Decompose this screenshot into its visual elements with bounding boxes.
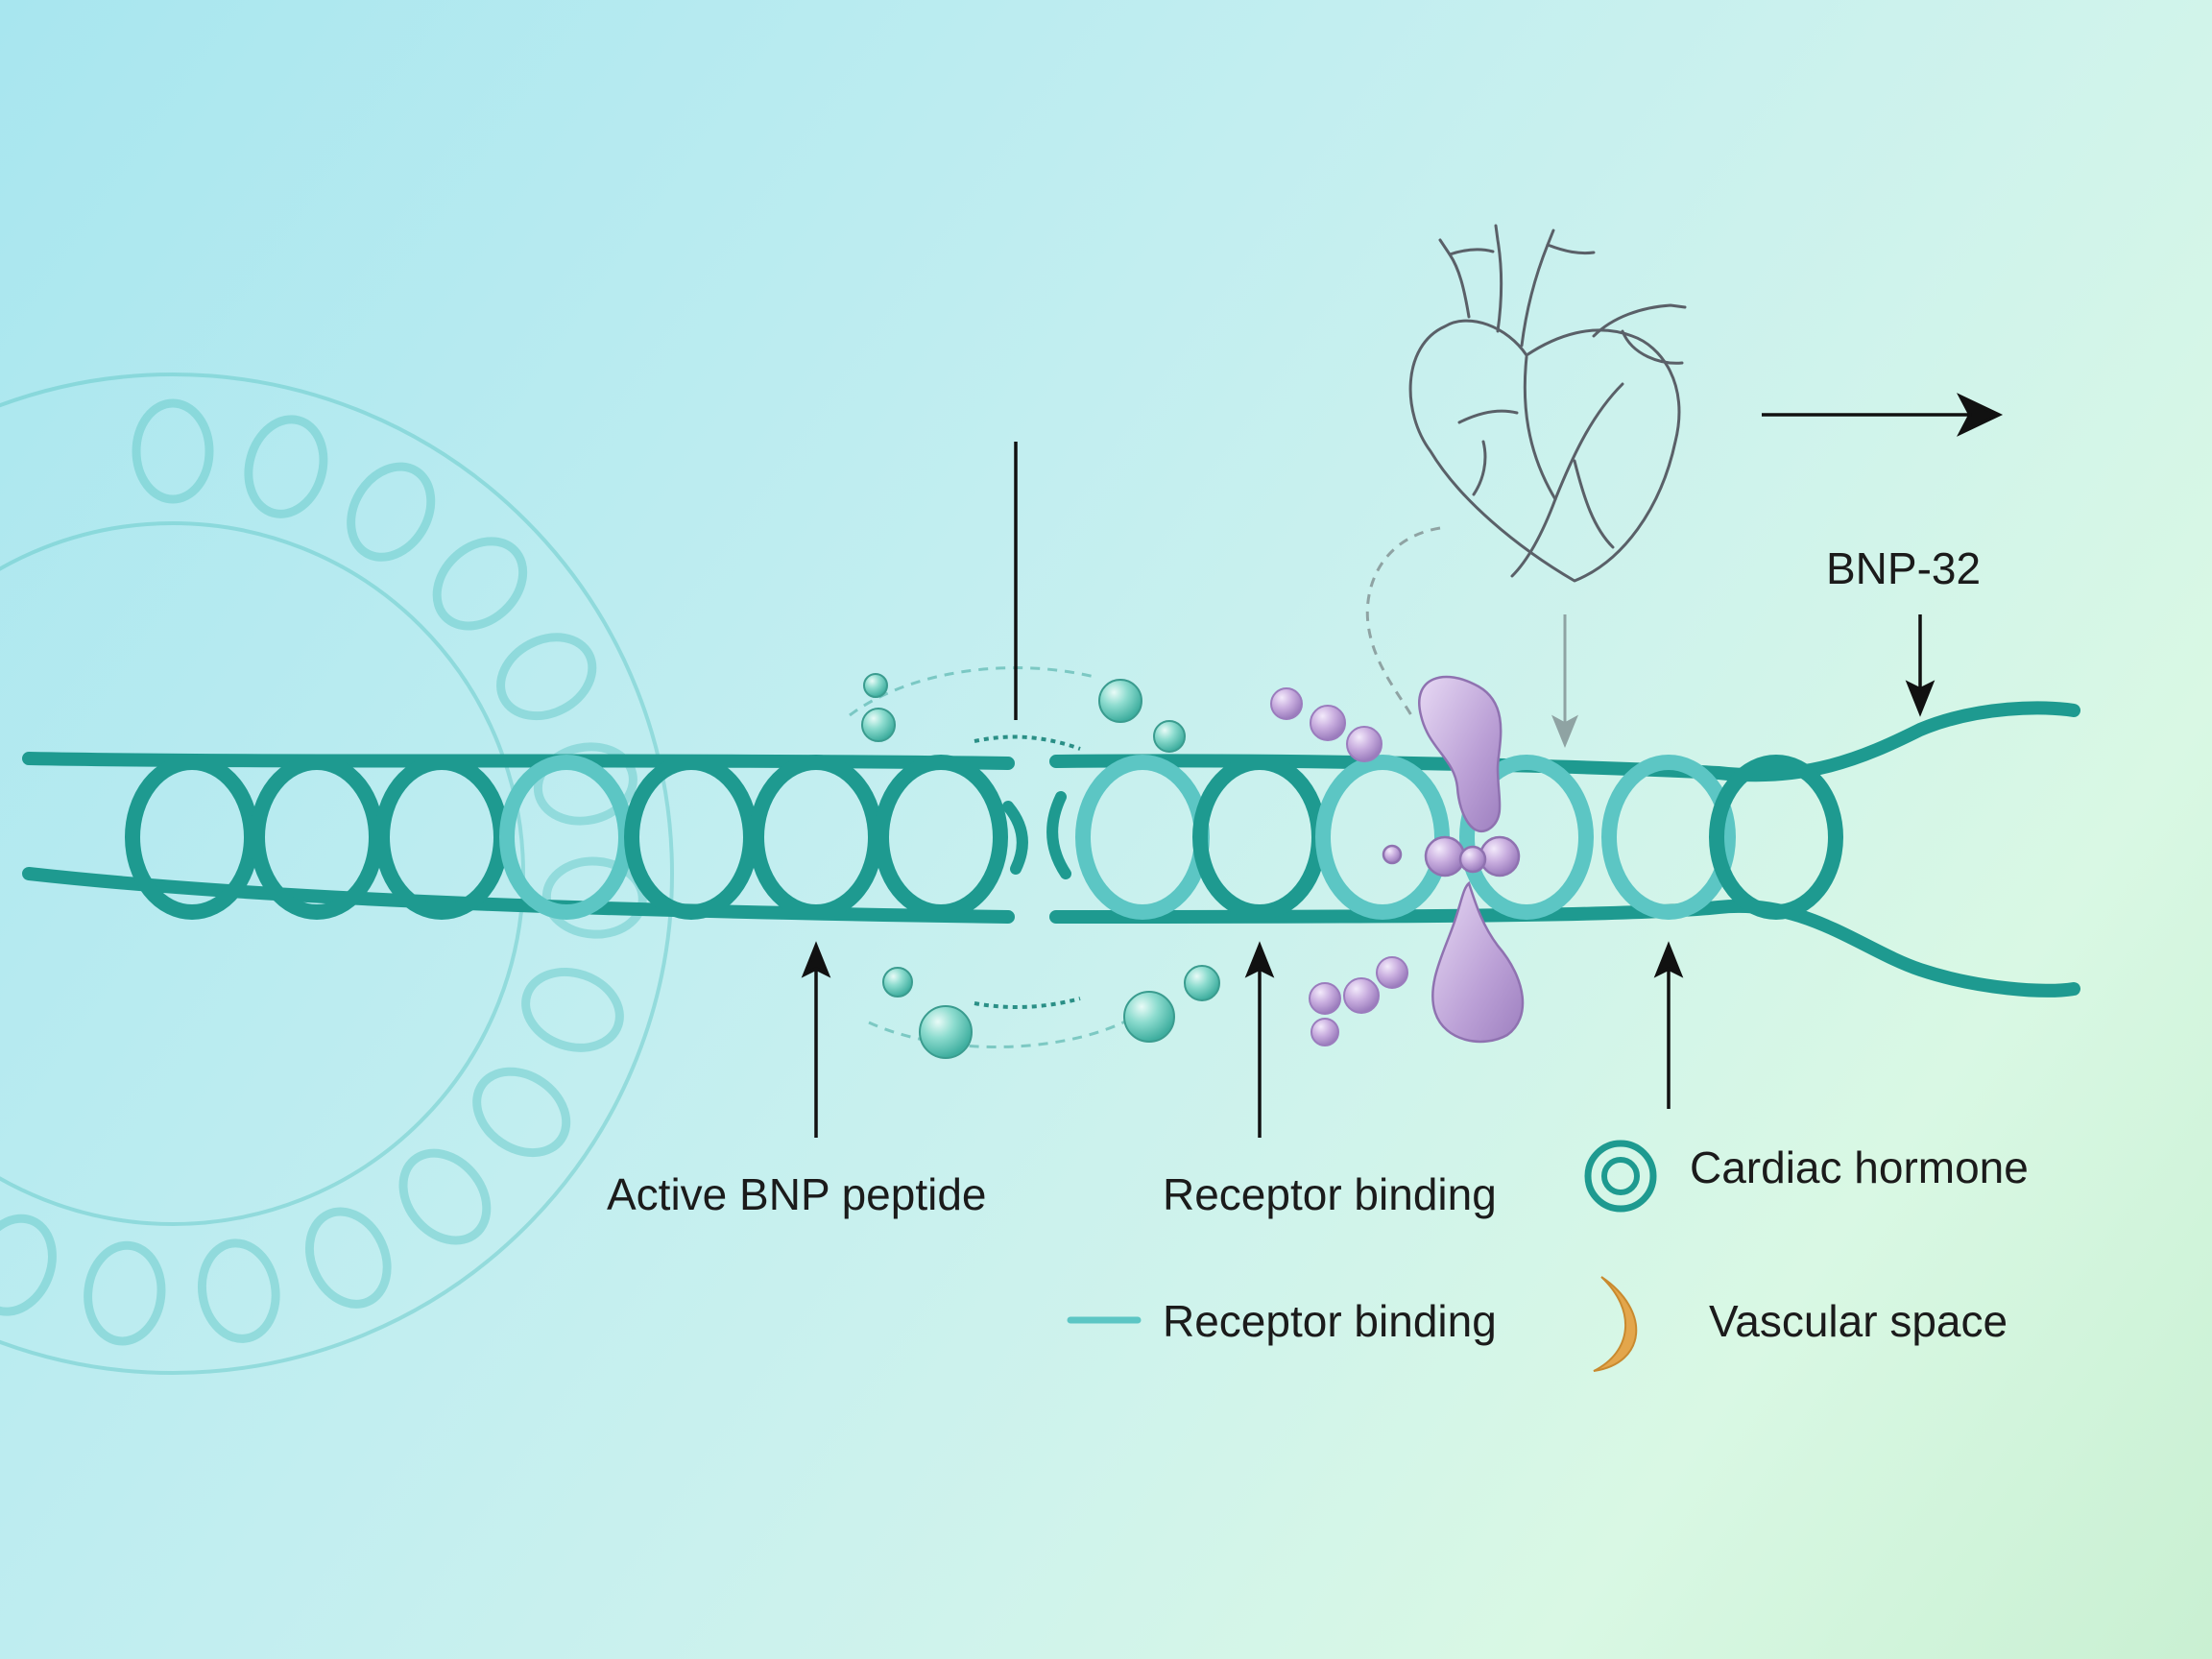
teal-bead xyxy=(863,673,888,698)
ligand-bead xyxy=(1458,845,1487,874)
teal-bead xyxy=(882,967,913,998)
backbone-bottom xyxy=(22,867,2080,998)
ligand-lower-drop xyxy=(1431,880,1525,1044)
teal-bead xyxy=(1184,965,1220,1001)
ligand-upper-drop xyxy=(1418,675,1503,833)
double-ring-icon xyxy=(1584,1140,1657,1213)
teal-bead xyxy=(1123,991,1175,1043)
legend: Cardiac hormone Receptor binding Vascula… xyxy=(1067,1140,2029,1372)
inner-ring xyxy=(0,521,525,1226)
helix-loop xyxy=(624,755,758,920)
coil-loop xyxy=(244,415,328,518)
teal-bead xyxy=(861,708,896,742)
coil-loop xyxy=(347,462,436,562)
helix-loop xyxy=(499,755,634,920)
coil-loop xyxy=(521,967,624,1052)
coil-loop xyxy=(398,1148,492,1245)
heart-icon xyxy=(1408,224,1687,583)
helix-loop xyxy=(1315,755,1450,920)
purple-bead xyxy=(1309,982,1341,1015)
peptide-pointer-head xyxy=(801,941,831,978)
helix-loop xyxy=(1459,755,1594,920)
purple-bead xyxy=(1270,687,1303,720)
helix-loop xyxy=(374,755,509,920)
coil-loop xyxy=(541,856,647,939)
purple-bead xyxy=(1310,705,1346,741)
receptor-ligand xyxy=(1382,675,1525,1044)
hormone-pointer-head xyxy=(1653,941,1684,978)
helix-loop xyxy=(1192,755,1327,920)
purple-bead xyxy=(1346,726,1382,762)
coil-loop xyxy=(0,1214,57,1316)
cleaved-ends xyxy=(1002,791,1071,879)
active-peptide-label: Active BNP peptide xyxy=(607,1169,987,1219)
purple-bead xyxy=(1343,977,1380,1014)
legend-item-receptor-binding: Receptor binding xyxy=(1067,1296,1497,1346)
legend-label: Cardiac hormone xyxy=(1690,1142,2029,1192)
ligand-bead xyxy=(1424,835,1466,878)
purple-bead xyxy=(1376,956,1408,989)
coil-loop xyxy=(304,1207,392,1309)
helix-loop xyxy=(749,755,883,920)
ligand-bead xyxy=(1382,844,1403,865)
cleavage-site-dashes xyxy=(849,666,1134,1048)
outer-ring xyxy=(0,373,674,1375)
helix-loop xyxy=(1075,755,1210,920)
teal-bead xyxy=(919,1005,973,1059)
helix-loop xyxy=(874,755,1008,920)
purple-bead xyxy=(1310,1018,1339,1046)
backbone-top xyxy=(22,701,2080,782)
legend-item-vascular-space: Vascular space xyxy=(1593,1276,2008,1372)
receptor-binding-label: Receptor binding xyxy=(1163,1169,1497,1219)
background-circular-helix xyxy=(0,373,674,1375)
coil-loop xyxy=(84,1240,166,1346)
teal-bead xyxy=(1098,679,1142,723)
helix-loop xyxy=(1709,755,1843,920)
flow-arrowhead xyxy=(1957,393,2004,437)
legend-item-cardiac-hormone: Cardiac hormone xyxy=(1584,1140,2029,1213)
legend-label: Vascular space xyxy=(1709,1296,2008,1346)
bnp-helix-strand xyxy=(22,701,2080,998)
molecule-beads xyxy=(861,673,1408,1059)
legend-label: Receptor binding xyxy=(1163,1296,1497,1346)
teal-bead xyxy=(1153,720,1186,753)
bnp32-label: BNP-32 xyxy=(1826,543,1981,593)
crescent-icon xyxy=(1593,1276,1638,1372)
helix-loop xyxy=(1601,755,1736,920)
coil-loop xyxy=(472,1067,571,1158)
coil-loop xyxy=(197,1238,280,1343)
ligand-bead xyxy=(1479,835,1521,878)
coil-loop xyxy=(432,537,528,631)
coil-loop xyxy=(496,633,597,721)
coil-loop xyxy=(533,742,637,826)
heart-pointer xyxy=(1551,614,1578,748)
secretion-path xyxy=(1365,526,1441,716)
bnp32-pointer-head xyxy=(1905,680,1936,717)
coil-loop xyxy=(132,398,214,504)
arrows xyxy=(801,393,2004,1138)
receptor-pointer-head xyxy=(1244,941,1275,978)
